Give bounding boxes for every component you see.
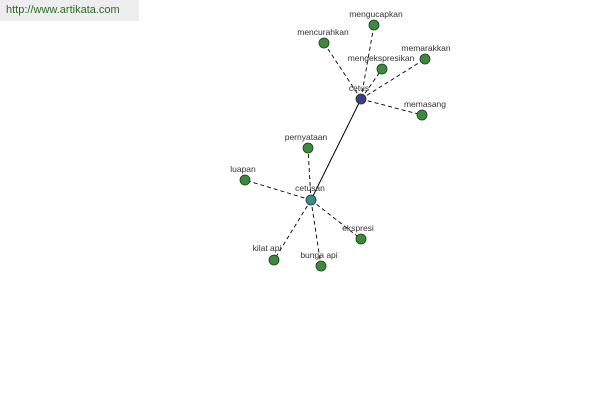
node-mengucapkan[interactable] [368, 19, 380, 31]
source-url-link[interactable]: http://www.artikata.com [6, 4, 120, 16]
edge-cetus-mengucapkan [360, 24, 375, 100]
edge-cetusan-ekspresi [310, 199, 362, 240]
node-label-pernyataan[interactable]: pernyataan [285, 132, 328, 142]
node-cetus[interactable] [355, 93, 367, 105]
node-mengekspresikan[interactable] [376, 63, 388, 75]
node-cetusan[interactable] [305, 194, 317, 206]
node-label-memarakkan[interactable]: memarakkan [401, 43, 450, 53]
node-memarakkan[interactable] [419, 53, 431, 65]
node-label-bunga-api[interactable]: bunga api [300, 250, 337, 260]
edge-cetus-cetusan [310, 98, 362, 201]
edge-cetus-memasang [360, 98, 423, 116]
node-kilat-api[interactable] [268, 254, 280, 266]
edge-cetusan-pernyataan [307, 147, 312, 201]
node-label-cetusan[interactable]: cetusan [295, 183, 325, 193]
edge-cetusan-luapan [244, 179, 312, 201]
node-mencurahkan[interactable] [318, 37, 330, 49]
node-label-luapan[interactable]: luapan [230, 164, 256, 174]
node-ekspresi[interactable] [355, 233, 367, 245]
edge-cetusan-kilat-api [273, 199, 312, 261]
node-luapan[interactable] [239, 174, 251, 186]
node-label-memasang[interactable]: memasang [404, 99, 446, 109]
edge-cetus-mengekspresikan [360, 68, 383, 100]
node-label-mencurahkan[interactable]: mencurahkan [297, 27, 349, 37]
node-label-kilat-api[interactable]: kilat api [253, 243, 282, 253]
edge-cetus-memarakkan [360, 58, 426, 100]
source-banner: http://www.artikata.com [0, 0, 139, 21]
edges-layer [244, 24, 426, 267]
node-bunga-api[interactable] [315, 260, 327, 272]
node-label-mengekspresikan[interactable]: mengekspresikan [348, 53, 415, 63]
node-label-cetus[interactable]: cetus [349, 83, 369, 93]
nodes-layer [239, 19, 431, 272]
node-label-ekspresi[interactable]: ekspresi [342, 223, 374, 233]
node-memasang[interactable] [416, 109, 428, 121]
node-label-mengucapkan[interactable]: mengucapkan [349, 9, 403, 19]
node-pernyataan[interactable] [302, 142, 314, 154]
